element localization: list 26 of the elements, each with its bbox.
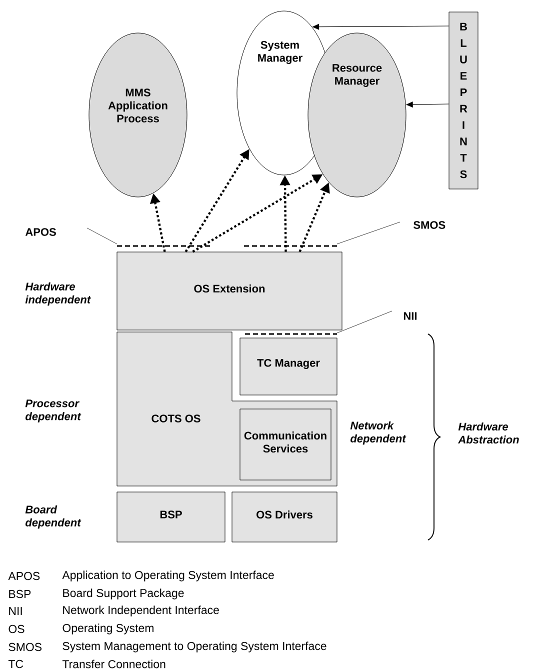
layer-label: Board dependent (25, 505, 82, 529)
interface-label: APOS (25, 228, 56, 236)
glossary-text: APOS (8, 572, 40, 580)
layer-label: Hardware Abstraction (458, 422, 519, 444)
glossary-text: Board Support Package (63, 588, 184, 600)
glossary-text: Application to Operating System Interface (62, 570, 274, 582)
glossary-text: TC (8, 660, 24, 668)
glossary-text: OS (8, 624, 24, 634)
glossary-text: Network Independent Interface (63, 606, 219, 616)
glossary-text: System Management to Operating System Interface (62, 642, 326, 652)
layer-label: Processor dependent (25, 400, 82, 422)
vertical-bar: BLUEPRINTS (448, 12, 478, 190)
interface-label: NII (404, 312, 417, 320)
layer-box: TC Manager (240, 338, 338, 396)
layer-box: OS Extension (116, 252, 342, 330)
glossary-text: SMOS (8, 642, 42, 652)
glossary-text: Operating System (62, 624, 154, 634)
layer-box: OS Drivers (232, 492, 338, 542)
glossary-text: BSP (9, 590, 31, 598)
layer-box: BSP (116, 492, 226, 542)
layer-label: Hardware independent (25, 282, 91, 306)
glossary-text: Transfer Connection (62, 660, 166, 668)
layer-label: Network dependent (350, 421, 406, 445)
glossary-text: NII (9, 607, 22, 615)
interface-label: SMOS (414, 221, 446, 229)
layer-box: Communication Services (240, 408, 332, 480)
